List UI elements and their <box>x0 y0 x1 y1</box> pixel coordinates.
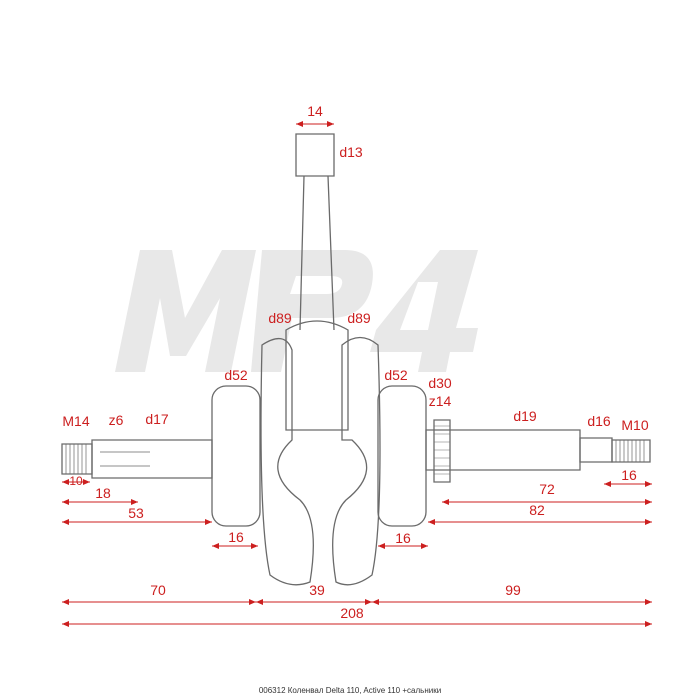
label-z14: z14 <box>428 393 452 409</box>
label-d89-left: d89 <box>268 310 292 326</box>
left-thread <box>61 443 93 475</box>
right-shaft <box>425 429 581 471</box>
crankshaft-outline <box>61 133 651 586</box>
label-dim-39: 39 <box>309 582 325 598</box>
right-thread <box>611 439 651 463</box>
connecting-rod-big-end <box>285 320 349 431</box>
dimension-lines <box>62 121 652 627</box>
right-counterweight <box>332 336 381 586</box>
label-d13: d13 <box>339 144 363 160</box>
sprocket <box>433 419 451 483</box>
label-dim-208: 208 <box>340 605 364 621</box>
label-dim-10: 10 <box>69 474 83 488</box>
label-dim-16-right: 16 <box>621 467 637 483</box>
label-dim-18: 18 <box>95 485 111 501</box>
label-d52-right: d52 <box>384 367 408 383</box>
label-d30: d30 <box>428 375 452 391</box>
label-m10: M10 <box>621 417 649 433</box>
label-dim-16-left: 16 <box>228 529 244 545</box>
left-web <box>211 385 261 527</box>
left-counterweight <box>260 338 314 586</box>
caption: 006312 Коленвал Delta 110, Active 110 +с… <box>258 686 442 695</box>
label-d19: d19 <box>513 408 537 424</box>
watermark-logo <box>115 250 478 372</box>
label-d17: d17 <box>145 411 169 427</box>
connecting-rod-small-end <box>295 133 335 177</box>
connecting-rod-beam <box>299 175 335 331</box>
label-dim-53: 53 <box>128 505 144 521</box>
label-dim-16-mid: 16 <box>395 530 411 546</box>
right-neck <box>579 437 613 463</box>
label-z6: z6 <box>108 412 124 428</box>
left-shaft <box>91 439 213 479</box>
label-d89-right: d89 <box>347 310 371 326</box>
right-web <box>377 385 427 527</box>
label-d16: d16 <box>587 413 611 429</box>
label-dim-72: 72 <box>539 481 555 497</box>
label-dim-70: 70 <box>150 582 166 598</box>
label-14-top: 14 <box>307 103 323 119</box>
label-d52-left: d52 <box>224 367 248 383</box>
label-dim-99: 99 <box>505 582 521 598</box>
label-m14: M14 <box>62 413 90 429</box>
label-dim-82: 82 <box>529 502 545 518</box>
